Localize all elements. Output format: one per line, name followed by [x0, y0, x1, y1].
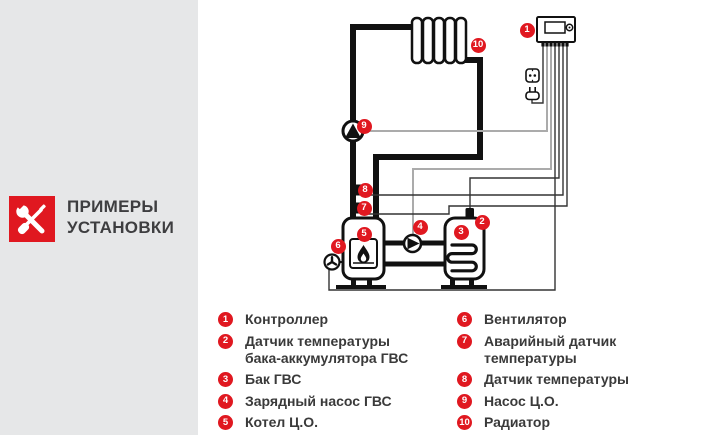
legend-item: 3 Бак ГВС [218, 371, 448, 388]
legend-badge: 10 [457, 415, 472, 430]
legend-badge: 4 [218, 393, 233, 409]
diagram-badge-dhw-charging-pump: 4 [412, 219, 428, 235]
sensor-wires [328, 44, 568, 291]
dhw-tank-temperature-sensor [465, 208, 474, 219]
pump-wires [362, 44, 552, 237]
legend-item: 4 Зарядный насос ГВС [218, 393, 448, 410]
legend-label: Контроллер [245, 311, 329, 327]
diagram-badge-central-heating-boiler: 5 [356, 226, 372, 242]
diagram-badge-dhw-tank-temperature-sensor: 2 [474, 214, 490, 230]
section-title: ПРИМЕРЫ УСТАНОВКИ [67, 197, 175, 237]
legend-item: 10 Радиатор [457, 414, 687, 431]
legend-label: Радиатор [484, 414, 550, 430]
legend-label: Вентилятор [484, 311, 567, 327]
controller-terminals [541, 42, 569, 47]
legend-item: 2 Датчик температуры бака-аккумулятора ГВ… [218, 333, 448, 367]
diagram-badge-fan: 6 [330, 238, 346, 254]
legend-label: Аварийный датчик температуры [484, 332, 617, 366]
legend-item: 1 Контроллер [218, 311, 448, 328]
legend-badge: 6 [457, 312, 472, 327]
legend-label: Зарядный насос ГВС [245, 392, 392, 409]
legend-badge: 5 [218, 415, 233, 430]
legend-badge: 1 [218, 312, 233, 327]
tank-coil [446, 243, 478, 273]
dhw-charging-pump [402, 233, 423, 254]
legend-label: Бак ГВС [245, 371, 302, 387]
legend-item: 9 Насос Ц.О. [457, 393, 687, 410]
controller-device [536, 16, 576, 47]
boiler [336, 216, 386, 289]
legend-label: Котел Ц.О. [245, 414, 319, 430]
diagram-badge-radiator: 10 [470, 37, 486, 53]
legend-badge: 2 [218, 333, 233, 349]
legend-label: Датчик температуры [484, 371, 629, 387]
radiator [410, 16, 468, 65]
legend-item: 7 Аварийный датчик температуры [457, 333, 687, 367]
heating-pipes [350, 24, 483, 222]
legend-label: Насос Ц.О. [484, 392, 559, 409]
legend-item: 6 Вентилятор [457, 311, 687, 328]
socket-icon [525, 68, 540, 83]
legend-left-column: 1 Контроллер 2 Датчик температуры бака-акку… [218, 311, 448, 435]
legend-right-column: 6 Вентилятор 7 Аварийный датчик температуры… [457, 311, 687, 435]
diagram-badge-central-heating-pump: 9 [356, 118, 372, 134]
legend-item: 8 Датчик температуры [457, 371, 687, 388]
tools-icon [9, 195, 55, 242]
legend-badge: 8 [457, 372, 472, 387]
legend-badge: 7 [457, 333, 472, 349]
legend-item: 5 Котел Ц.О. [218, 414, 448, 431]
legend-badge: 9 [457, 393, 472, 409]
fan-icon [323, 253, 344, 271]
diagram-badge-controller: 1 [519, 22, 535, 38]
legend-badge: 3 [218, 372, 233, 387]
diagram-badge-dhw-tank: 3 [453, 224, 469, 240]
plug-icon [525, 87, 540, 101]
diagram-badge-temperature-sensor: 8 [357, 182, 373, 198]
legend-label: Датчик температуры бака-аккумулятора ГВС [245, 332, 409, 366]
diagram-badge-emergency-temperature-sensor: 7 [356, 200, 372, 216]
controller-display [544, 21, 566, 34]
